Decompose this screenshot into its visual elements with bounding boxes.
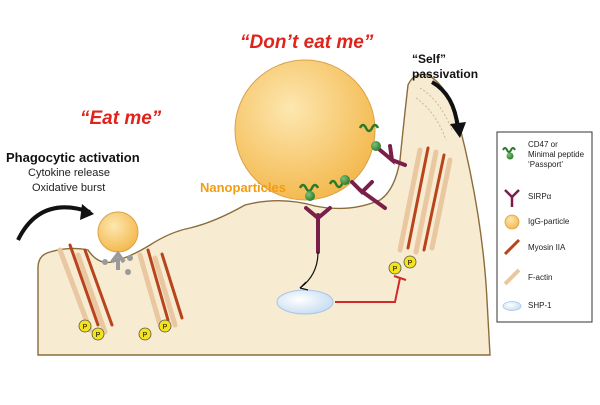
sirpa-receptor <box>350 180 387 210</box>
signal-arrowhead <box>299 281 309 291</box>
phospho-marker <box>158 319 172 333</box>
phospho-marker <box>403 255 417 269</box>
self-label: “Self” <box>412 52 447 66</box>
phospho-label: P <box>393 266 398 273</box>
eat-me-label: “Eat me” <box>80 108 162 129</box>
phagocytic-activation-label: Phagocytic activation <box>6 150 140 165</box>
cd47-ligand <box>358 123 381 151</box>
legend-label-sirpa: SIRPα <box>528 192 551 202</box>
legend-label-igg: IgG-particle <box>528 217 569 227</box>
granule <box>127 255 133 261</box>
phospho-marker <box>138 327 152 341</box>
igg-particle-icon <box>504 214 520 230</box>
legend-line: Myosin IIA <box>528 243 566 252</box>
dont-eat-me-label: “Don’t eat me” <box>240 32 374 53</box>
actin-bundle-left <box>57 243 184 335</box>
inhibition-bar <box>393 275 407 281</box>
myosin-icon <box>503 238 521 256</box>
factin-icon <box>503 268 521 286</box>
sirpa-icon <box>504 189 520 207</box>
oxidative-burst-label: Oxidative burst <box>32 182 106 194</box>
nanoparticle-large <box>234 59 376 201</box>
legend-label-factin: F-actin <box>528 273 552 283</box>
shp1-molecule <box>276 289 334 315</box>
phospho-label: P <box>163 324 168 331</box>
legend-label-cd47: CD47 or Minimal peptide ‘Passport’ <box>528 140 584 170</box>
legend-line: CD47 or <box>528 140 558 149</box>
legend-line: IgG-particle <box>528 217 570 226</box>
phospho-label: P <box>408 260 413 267</box>
phospho-label: P <box>143 332 148 339</box>
legend-label-myosin: Myosin IIA <box>528 243 565 253</box>
upward-arrow-icon <box>110 250 126 270</box>
phospho-marker <box>91 327 105 341</box>
activation-arrow <box>16 205 91 241</box>
sirpa-receptor <box>304 206 332 254</box>
phospho-label: P <box>83 324 88 331</box>
nanoparticles-label: Nanoparticles <box>200 180 286 195</box>
activation-arrowhead <box>80 204 94 220</box>
legend-line: F-actin <box>528 273 553 282</box>
granule <box>125 269 131 275</box>
cd47-ligand <box>328 175 350 189</box>
legend-line: SIRPα <box>528 192 552 201</box>
cytokine-release-label: Cytokine release <box>28 167 110 179</box>
legend-line: Minimal peptide <box>528 150 585 159</box>
igg-particle <box>97 211 139 253</box>
membrane-contour-dotted <box>419 87 453 131</box>
phospho-marker <box>78 319 92 333</box>
passivation-label: passivation <box>412 67 479 81</box>
granule <box>102 259 108 265</box>
legend-label-shp1: SHP-1 <box>528 301 552 311</box>
legend-line: ‘Passport’ <box>528 160 564 169</box>
phospho-group-left: P P P P <box>78 319 172 341</box>
membrane-contour-dotted <box>415 97 447 141</box>
inhibition-line <box>335 277 401 303</box>
phospho-marker <box>388 261 402 275</box>
cd47-icon <box>502 147 516 160</box>
phospho-label: P <box>96 332 101 339</box>
passivation-arrowhead <box>450 122 466 138</box>
legend-line: SHP-1 <box>528 301 552 310</box>
actin-bundle-right <box>397 146 453 255</box>
shp1-icon <box>502 301 522 311</box>
phospho-group-right: P P <box>388 255 417 275</box>
cd47-ligand <box>298 183 320 201</box>
sirpa-receptor <box>378 144 407 167</box>
